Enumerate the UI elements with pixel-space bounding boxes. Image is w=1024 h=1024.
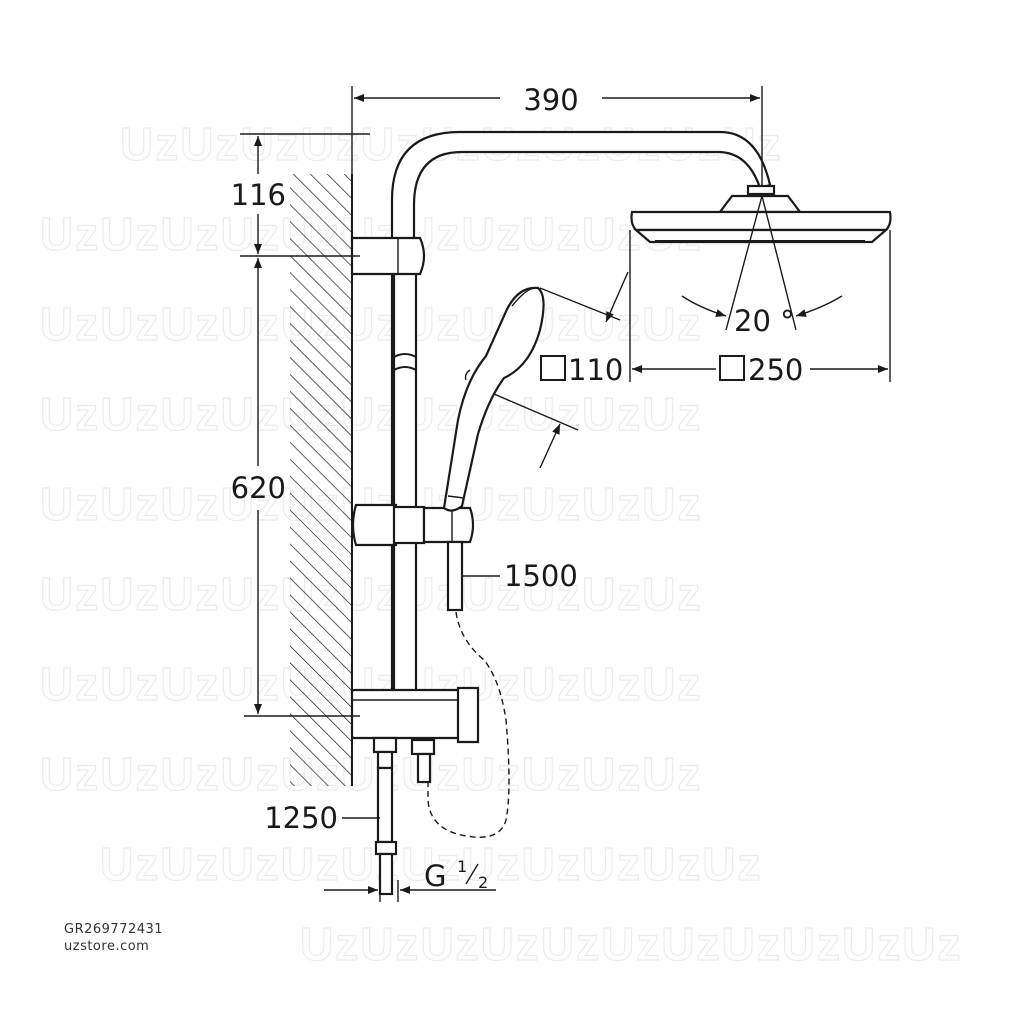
dim-lower-hose-label: 1250 [264,801,338,835]
svg-text:UzUzUzUzUzUzUzUzUzUzUz: UzUzUzUzUzUzUzUzUzUzUz [40,298,702,350]
slider-bracket [351,503,475,547]
dim-head-shower-label: 250 [748,353,803,387]
upper-wall-bracket [350,236,426,276]
dim-hose-length-label: 1500 [504,559,578,593]
dim-hand-shower-label: 110 [568,353,623,387]
overhead-arm [390,130,772,692]
dim-thread-den: 2 [478,873,488,892]
rain-shower-head [630,184,892,244]
store-site: uzstore.com [64,939,150,954]
product-code: GR269772431 [64,922,164,937]
dim-top-offset-label: 116 [231,178,286,212]
svg-text:UzUzUzUzUzUzUzUzUzUzUz: UzUzUzUzUzUzUzUzUzUzUz [100,838,762,890]
dim-rail-height-label: 620 [231,471,286,505]
svg-text:UzUzUzUzUzUzUzUzUzUzUz: UzUzUzUzUzUzUzUzUzUzUz [40,388,702,440]
dim-thread: G 1 2 [424,857,488,893]
dim-hand-shower: 110 [540,353,623,387]
dim-head-shower: 250 [719,353,803,387]
riser-rail [392,238,418,698]
svg-text:UzUzUzUzUzUzUzUzUzUzUz: UzUzUzUzUzUzUzUzUzUzUz [300,918,962,970]
wall [290,174,353,786]
dim-width-label: 390 [523,83,578,117]
dim-angle-label: 20 ° [734,304,795,338]
dim-thread-num: 1 [457,857,467,876]
svg-text:UzUzUzUzUzUzUzUzUzUzUz: UzUzUzUzUzUzUzUzUzUzUz [40,568,702,620]
spray-nozzles [655,240,865,243]
connectors [372,736,436,896]
hand-shower [442,286,545,512]
dimension-lines [240,86,891,902]
mixer-body [350,686,480,744]
watermark: UzUzUzUzUzUzUzUzUzUzUz UzUzUzUzUzUzUzUzU… [39,117,962,970]
dim-thread-g: G [424,859,446,893]
svg-text:UzUzUzUzUzUzUzUzUzUzUz: UzUzUzUzUzUzUzUzUzUzUz [40,748,702,800]
